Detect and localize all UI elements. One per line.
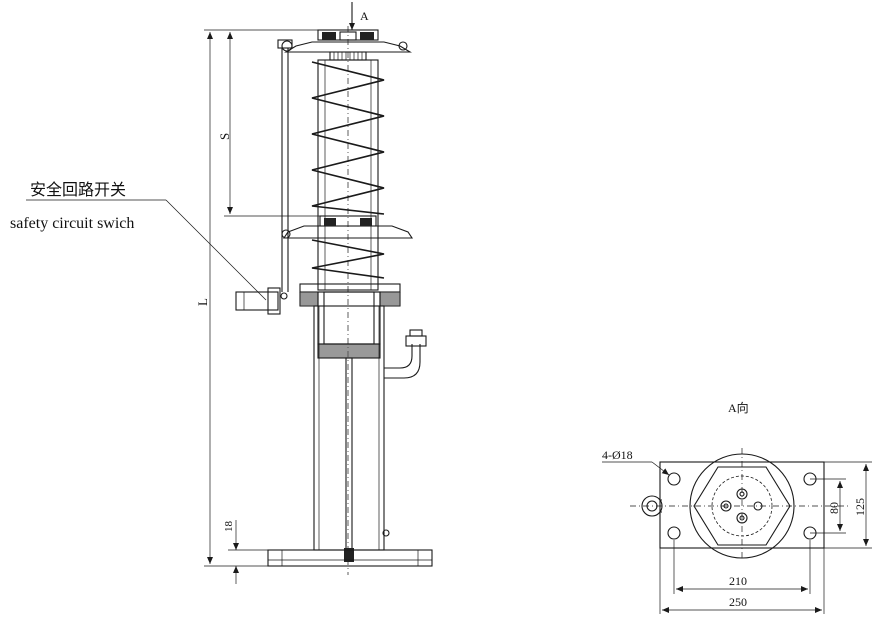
plunger xyxy=(317,291,381,359)
dim-18-label: 18 xyxy=(223,521,235,533)
dim-250: 250 xyxy=(659,548,825,614)
upper-spring xyxy=(311,61,385,215)
lower-spring xyxy=(311,239,385,279)
guide-tube xyxy=(317,26,379,575)
view-a: A向 4-Ø18 xyxy=(602,400,872,614)
hole-spec: 4-Ø18 xyxy=(602,448,633,462)
dim-s: S xyxy=(217,29,320,217)
oil-fitting xyxy=(382,329,427,537)
dim-18: 18 xyxy=(223,520,268,584)
dim-210: 210 xyxy=(673,540,811,594)
middle-plate xyxy=(281,215,414,239)
dim-l: L xyxy=(195,29,268,567)
dim-l-label: L xyxy=(195,298,210,306)
base-plate xyxy=(267,549,433,567)
dim-s-label: S xyxy=(217,133,232,140)
dim-125-label: 125 xyxy=(853,498,867,516)
switch-rod xyxy=(277,39,293,292)
view-a-title: A向 xyxy=(728,400,749,415)
view-arrow-a: A xyxy=(349,2,369,30)
switch-callout: 安全回路开关 safety circuit swich xyxy=(10,181,267,301)
front-view: A xyxy=(10,2,433,584)
dim-80-label: 80 xyxy=(827,502,841,514)
view-arrow-label: A xyxy=(360,9,369,23)
dim-250-label: 250 xyxy=(729,595,747,609)
hole-callout: 4-Ø18 xyxy=(602,448,670,476)
switch-label-cn: 安全回路开关 xyxy=(30,181,126,199)
dim-125: 125 xyxy=(824,461,872,549)
switch-label-en: safety circuit swich xyxy=(10,215,134,232)
side-lug xyxy=(641,495,663,517)
hex-nut xyxy=(693,466,791,546)
bolt-pattern xyxy=(720,488,763,524)
safety-switch xyxy=(235,287,288,315)
cylinder-head xyxy=(299,283,401,307)
top-flange xyxy=(281,29,412,61)
dim-210-label: 210 xyxy=(729,574,747,588)
dim-80: 80 xyxy=(810,478,846,534)
